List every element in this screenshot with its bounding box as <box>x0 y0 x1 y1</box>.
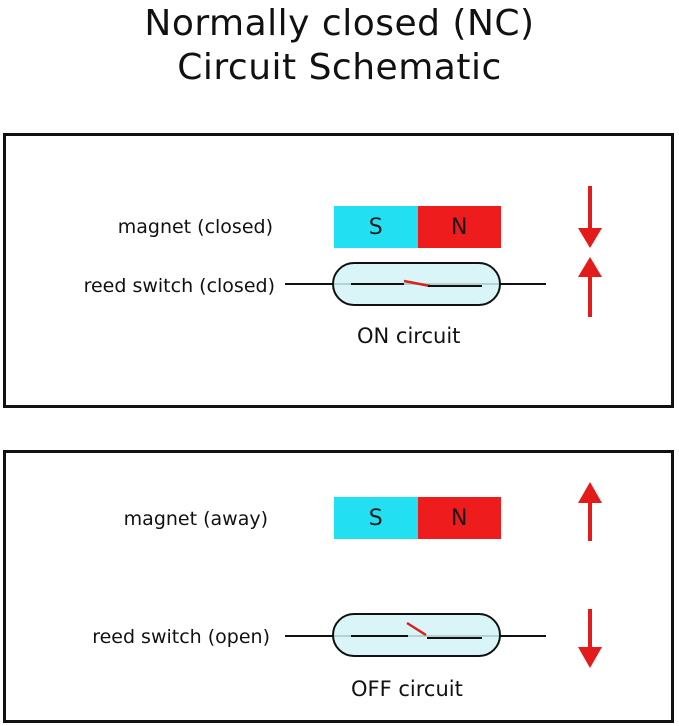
arrow-up-icon <box>578 482 602 541</box>
magnet-south-pole: S <box>334 497 418 539</box>
reed-switch-label: reed switch (closed) <box>83 275 275 297</box>
magnet-north-pole: N <box>417 497 501 539</box>
circuit-caption: OFF circuit <box>351 677 463 701</box>
arrow-down-icon <box>578 186 602 248</box>
on-circuit-drawing <box>285 186 602 317</box>
magnet-label: magnet (away) <box>123 508 268 530</box>
reed-contact-closed <box>403 279 431 288</box>
magnet: S N <box>334 497 501 539</box>
magnet-label: magnet (closed) <box>117 216 273 238</box>
page-title: Normally closed (NC) Circuit Schematic <box>0 2 679 90</box>
reed-switch-glass <box>332 613 501 657</box>
reed-contact-open <box>406 621 427 637</box>
magnet: S N <box>334 206 501 248</box>
arrow-down-icon <box>578 609 602 668</box>
reed-switch-label: reed switch (open) <box>92 626 270 648</box>
arrow-up-icon <box>578 257 602 317</box>
title-line-1: Normally closed (NC) <box>144 3 535 44</box>
off-circuit-panel: magnet (away) S N reed switch (open) OFF… <box>3 450 674 723</box>
magnet-north-pole: N <box>417 206 501 248</box>
circuit-caption: ON circuit <box>357 324 461 348</box>
off-circuit-drawing <box>285 482 602 668</box>
title-line-2: Circuit Schematic <box>177 47 502 88</box>
on-circuit-panel: magnet (closed) S N reed switch (closed)… <box>3 133 674 408</box>
magnet-south-pole: S <box>334 206 418 248</box>
